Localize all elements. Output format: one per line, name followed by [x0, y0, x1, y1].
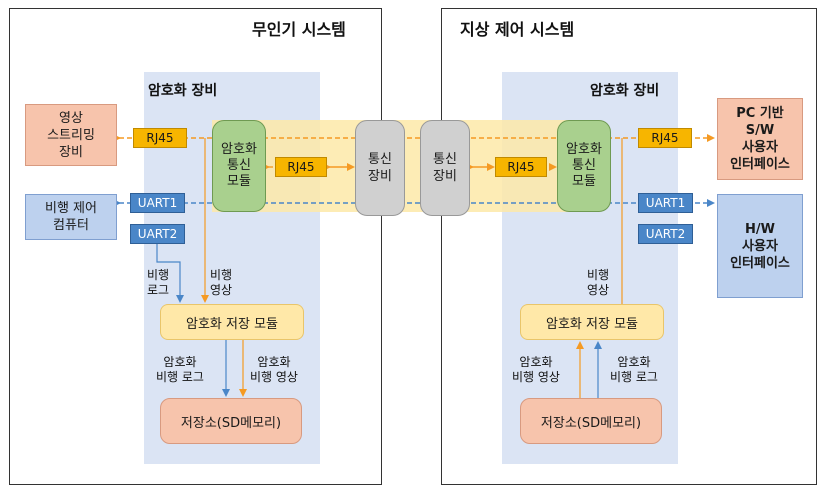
uav-flight-log-line	[156, 244, 184, 303]
uav-uart2-port: UART2	[130, 224, 185, 244]
gcs-comm-device: 통신 장비	[420, 120, 470, 216]
pc-software-ui: PC 기반 S/W 사용자 인터페이스	[717, 98, 803, 180]
uav-sd-storage: 저장소(SD메모리)	[160, 398, 302, 444]
gcs-inner-rj45-port: RJ45	[495, 157, 547, 177]
uav-flight-video-label: 비행 영상	[210, 268, 233, 297]
uav-enc-video-label: 암호화 비행 영상	[250, 355, 298, 384]
uav-crypto-storage-module: 암호화 저장 모듈	[160, 304, 304, 340]
uav-rj45-port: RJ45	[133, 128, 187, 148]
gcs-system-title: 지상 제어 시스템	[460, 20, 575, 39]
gcs-crypto-storage-module: 암호화 저장 모듈	[520, 304, 664, 340]
uav-system-title: 무인기 시스템	[252, 20, 346, 39]
gcs-flight-video-label: 비행 영상	[587, 268, 610, 297]
gcs-panel-title: 암호화 장비	[590, 83, 660, 99]
uav-comm-device: 통신 장비	[355, 120, 405, 216]
gcs-uart2-port: UART2	[638, 224, 693, 244]
uav-crypto-comm-module: 암호화 통신 모듈	[212, 120, 266, 212]
uav-inner-rj45-port: RJ45	[275, 157, 327, 177]
uav-panel-title: 암호화 장비	[148, 83, 218, 99]
gcs-uart1-port: UART1	[638, 193, 693, 213]
video-streaming-device: 영상 스트리밍 장비	[25, 104, 117, 166]
hardware-ui: H/W 사용자 인터페이스	[717, 194, 803, 298]
gcs-crypto-comm-module: 암호화 통신 모듈	[557, 120, 611, 212]
uav-enc-log-label: 암호화 비행 로그	[156, 355, 204, 384]
uav-uart1-port: UART1	[130, 193, 185, 213]
gcs-enc-log-label: 암호화 비행 로그	[610, 355, 658, 384]
gcs-sd-storage: 저장소(SD메모리)	[520, 398, 662, 444]
gcs-rj45-port: RJ45	[638, 128, 692, 148]
flight-control-computer: 비행 제어 컴퓨터	[25, 194, 117, 240]
gcs-enc-video-label: 암호화 비행 영상	[512, 355, 560, 384]
uav-flight-log-label: 비행 로그	[147, 268, 170, 297]
